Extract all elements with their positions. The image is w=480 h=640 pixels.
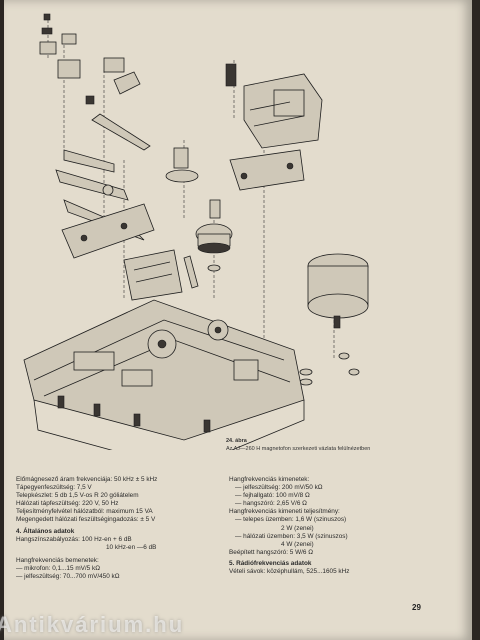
left-column: Előmágnesező áram frekvenciája: 50 kHz ±… [16, 476, 221, 581]
spec-line: 4 W (zenei) [281, 540, 314, 548]
page-number: 29 [412, 603, 421, 612]
spec-line: Előmágnesező áram frekvenciája: 50 kHz ±… [16, 476, 158, 483]
spec-line: — jelfeszültség: 70...700 mV/450 kΩ [16, 573, 120, 581]
section-heading: 4. Általános adatok [16, 527, 75, 535]
figure-caption-text: Az AJ—260 H magnetofon szerkezeti vázlat… [226, 446, 371, 452]
spec-line: Vételi sávok: középhullám, 525...1605 kH… [229, 568, 350, 576]
spec-line: — mikrofon: 0,1...15 mV/5 kΩ [16, 564, 100, 572]
spec-line: — jelfeszültség: 200 mV/50 kΩ [235, 484, 323, 492]
spec-line: Hálózati tápfeszültség: 220 V, 50 Hz [16, 500, 119, 508]
figure-caption: 24. ábra Az AJ—260 H magnetofon szerkeze… [226, 437, 466, 453]
spec-line: — telepes üzemben: 1,6 W (szinuszos) [235, 516, 347, 524]
spec-line: Hangfrekvenciás kimeneti teljesítmény: [229, 508, 340, 516]
spec-line: Hangfrekvenciás bemenetek: [16, 556, 99, 564]
spec-line: Teljesítményfelvétel hálózatból: maximum… [16, 508, 153, 516]
spec-line: Hangfrekvenciás kimenetek: [229, 476, 310, 483]
spec-line: 2 W (zenei) [281, 524, 314, 532]
spec-line: — fejhallgató: 100 mV/8 Ω [235, 492, 310, 500]
spec-line: Megengedett hálózati feszültségingadozás… [16, 516, 156, 524]
spec-line: Telepkészlet: 5 db 1,5 V-os R 20 góliáte… [16, 492, 139, 500]
figure-number: 24. ábra [226, 438, 247, 444]
spec-line: — hangszóró: 2,65 V/6 Ω [235, 500, 307, 508]
spec-line: 10 kHz-en —6 dB [106, 543, 157, 551]
right-column: Hangfrekvenciás kimenetek: — jelfeszülts… [229, 476, 464, 576]
spec-line: Beépített hangszóró: 5 W/6 Ω [229, 548, 313, 556]
watermark: Antikvárium.hu [0, 612, 185, 637]
book-page: 24. ábra Az AJ—260 H magnetofon szerkeze… [4, 0, 472, 640]
spec-line: Hangszínszabályozás: 100 Hz-en + 6 dB [16, 535, 132, 543]
spec-line: — hálózati üzemben: 3,5 W (szinuszos) [235, 532, 348, 540]
spec-line: Tápegyenfeszültség: 7,5 V [16, 484, 92, 492]
exploded-view-drawing [23, 13, 369, 450]
section-heading: 5. Rádiófrekvenciás adatok [229, 559, 312, 567]
